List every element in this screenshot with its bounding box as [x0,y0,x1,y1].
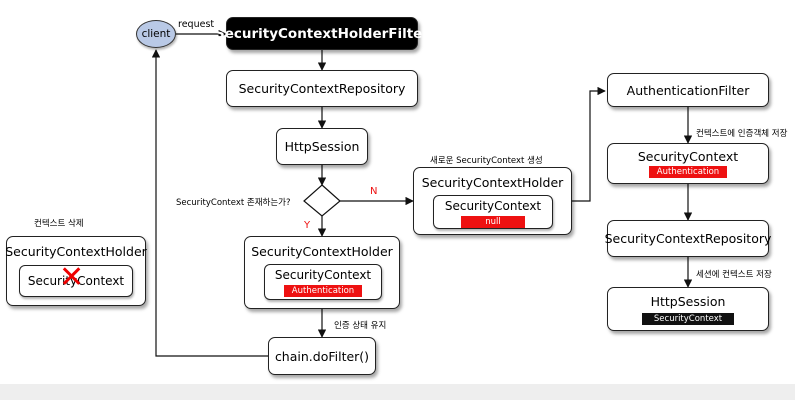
save-session-label: 세션에 컨텍스트 저장 [696,270,772,280]
new-context-label: 새로운 SecurityContext 생성 [430,156,543,166]
holder-yes-context-title: SecurityContext [274,268,372,282]
holder-new-title: SecurityContextHolder [421,175,564,190]
filter-title: SecurityContextHolderFilter [214,25,430,42]
security-context-repository2-node: SecurityContextRepository [604,220,772,257]
session2-title: HttpSession [650,294,726,309]
auth-keep-label: 인증 상태 유지 [334,321,387,331]
holder-yes-node: SecurityContextHolder SecurityContext Au… [244,236,400,309]
http-session-node: HttpSession [276,128,368,165]
repository2-title: SecurityContextRepository [604,231,772,246]
arrow-holder-new-to-auth-filter [572,86,606,202]
holder-yes-auth-tag: Authentication [283,285,363,297]
delete-context-label: 컨텍스트 삭제 [34,219,84,229]
authentication-filter-node: AuthenticationFilter [607,73,769,107]
client-node: client [136,20,176,48]
decision-diamond [303,184,341,217]
decision-question-label: SecurityContext 존재하는가? [176,198,291,208]
do-filter-title: chain.doFilter() [274,348,370,364]
holder-yes-title: SecurityContextHolder [251,244,393,259]
holder-yes-context: SecurityContext Authentication [264,264,382,300]
store-auth-label: 컨텍스트에 인증객체 저장 [696,129,788,139]
holder-new-context: SecurityContext null [433,195,553,229]
arrow-dofilter-back-to-client [151,49,268,357]
holder-new-null-tag: null [461,216,525,228]
repository-title: SecurityContextRepository [238,81,406,96]
decision-yes-label: Y [304,220,311,231]
holder-deleted-title: SecurityContextHolder [5,244,147,259]
deleted-x-icon: ✕ [59,260,85,295]
holder-deleted-node: SecurityContextHolder SecurityContext ✕ [5,236,147,306]
request-label: request [178,19,215,30]
security-context-holder-filter-node: SecurityContextHolderFilter [215,17,429,50]
context-auth-tag: Authentication [648,166,728,178]
holder-deleted-context: SecurityContext [19,265,133,297]
session2-context-tag: SecurityContext [641,313,735,325]
http-session2-node: HttpSession SecurityContext [607,287,769,331]
session-title: HttpSession [284,139,360,154]
holder-new-node: SecurityContextHolder SecurityContext nu… [413,167,572,235]
holder-deleted-context-title: SecurityContext [27,274,125,288]
auth-filter-title: AuthenticationFilter [626,82,750,98]
holder-new-context-title: SecurityContext [444,199,542,213]
security-context-repository-node: SecurityContextRepository [226,70,418,107]
bottom-bar [0,384,795,400]
chain-do-filter-node: chain.doFilter() [268,337,376,375]
client-label: client [141,28,171,40]
security-context-auth-node: SecurityContext Authentication [607,143,769,184]
decision-no-label: N [370,186,378,197]
context-auth-title: SecurityContext [637,149,739,164]
